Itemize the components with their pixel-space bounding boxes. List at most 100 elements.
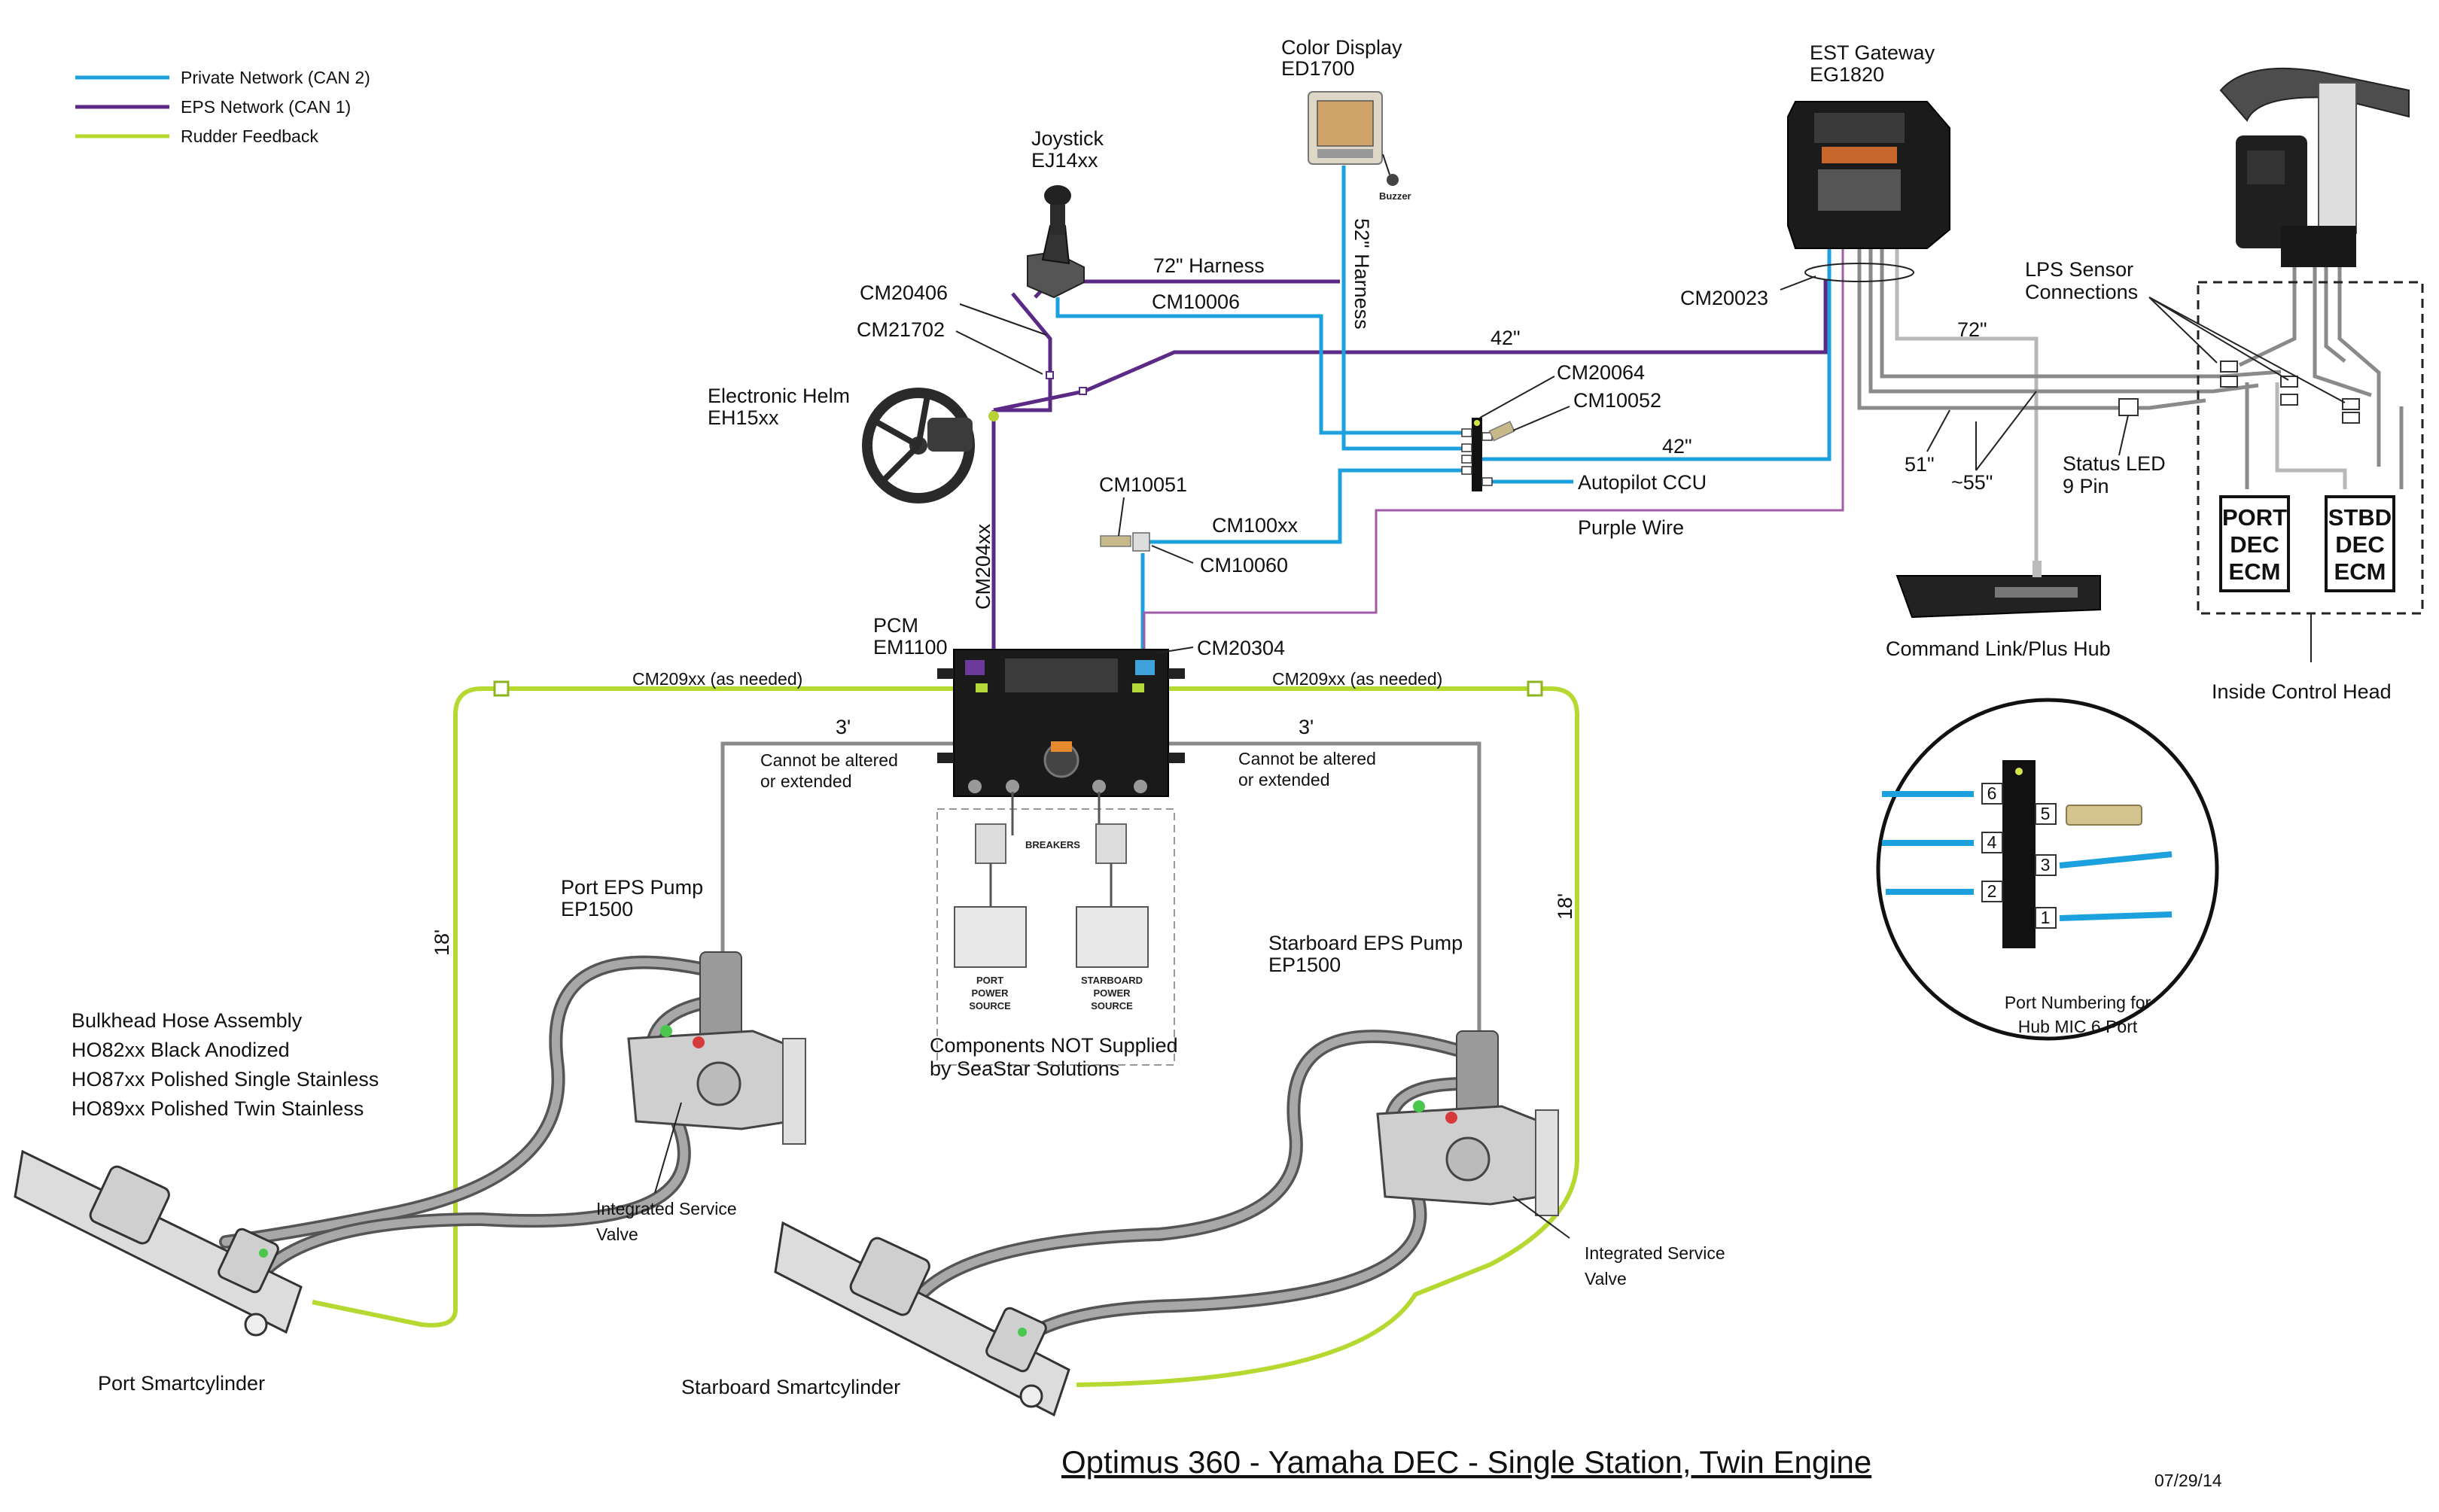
wire-head-2: [2324, 267, 2346, 363]
stbd-cylinder-label: Starboard Smartcylinder: [681, 1376, 900, 1398]
port-ecm-1: PORT: [2222, 504, 2287, 531]
hub-led: [1474, 420, 1480, 426]
command-link-hub: [1895, 561, 2101, 619]
cm209-left-label: CM209xx (as needed): [632, 669, 802, 689]
status-led-label-1: Status LED: [2063, 452, 2166, 475]
port-source-2: POWER: [971, 987, 1009, 999]
isv-stbd-1: Integrated Service: [1585, 1243, 1725, 1263]
gateway-name: EST Gateway: [1810, 41, 1935, 64]
cm20064-label: CM20064: [1557, 361, 1645, 384]
not-supplied-border: [936, 808, 1175, 1066]
port-ecm-2: DEC: [2230, 531, 2279, 558]
cm10006-label: CM10006: [1152, 291, 1240, 313]
hub-body: [1472, 418, 1482, 491]
wire-42-can1: [993, 280, 1828, 412]
len3-right-label: 3': [1299, 716, 1314, 738]
pcm-label: [1005, 659, 1118, 692]
cannot-left-1: Cannot be altered: [760, 750, 898, 770]
gateway-cable-bundle: [1804, 263, 1914, 282]
electronic-helm: [862, 388, 999, 503]
control-head: [2219, 67, 2410, 267]
breaker-stbd: [1095, 823, 1127, 864]
hub-note-1: Port Numbering for: [2005, 993, 2151, 1012]
can1-junction-a: [1046, 371, 1054, 379]
hub-port-6: [1981, 783, 2003, 805]
cm20406-label: CM20406: [860, 281, 948, 304]
stbd-cylinder-body: [774, 1221, 1070, 1417]
wire-cm10006: [1055, 297, 1472, 435]
port-pump: [219, 951, 806, 1279]
wire-55a: [1868, 245, 2259, 394]
display-screen: [1317, 100, 1374, 147]
len55-label: ~55": [1951, 471, 1993, 494]
port-ecm-box: [2219, 495, 2290, 592]
stbd-ecm-box: [2325, 495, 2395, 592]
inside-head-label: Inside Control Head: [2212, 680, 2392, 703]
svg-text:2: 2: [1987, 881, 1997, 901]
hose-assembly-1: Bulkhead Hose Assembly: [72, 1009, 303, 1032]
not-supplied-2: by SeaStar Solutions: [930, 1057, 1119, 1080]
command-link-label: Command Link/Plus Hub: [1886, 637, 2111, 660]
wire-cm20406: [994, 292, 1052, 412]
stbd-pump: [897, 1030, 1570, 1361]
cm100xx-label: CM100xx: [1212, 514, 1299, 537]
stbd-source-2: POWER: [1093, 987, 1131, 999]
svg-text:1: 1: [2041, 908, 2051, 927]
battery-port: [954, 906, 1027, 968]
breaker-port: [975, 823, 1006, 864]
terminator-tee: [1100, 497, 1194, 564]
len51-label: 51": [1905, 453, 1935, 476]
legend-label-can2: Private Network (CAN 2): [181, 68, 370, 87]
wire-rudder-port: [312, 686, 975, 1328]
hub-port-5: [2035, 803, 2057, 825]
joystick-name: Joystick: [1031, 127, 1104, 150]
diagram-title: Optimus 360 - Yamaha DEC - Single Statio…: [1061, 1444, 1871, 1480]
stbd-cylinder: [774, 1221, 1070, 1417]
wire-rudder-stbd: [1076, 686, 1579, 1387]
pcm-part: EM1100: [873, 636, 948, 659]
not-supplied-box: BREAKERS PORT POWER SOURCE STARBOARD POW…: [936, 792, 1175, 1066]
hose-assembly-2: HO82xx Black Anodized: [72, 1039, 290, 1061]
diagram-date: 07/29/14: [2154, 1471, 2222, 1490]
cm10052-label: CM10052: [1573, 389, 1661, 412]
isv-port-2: Valve: [596, 1225, 638, 1244]
port-pump-part: EP1500: [561, 898, 633, 920]
hub-note-2: Hub MIC 6 Port: [2018, 1017, 2138, 1036]
svg-text:3: 3: [2041, 855, 2051, 875]
status-led-connector: [2118, 398, 2139, 416]
color-display-name: Color Display: [1281, 36, 1402, 59]
stbd-ecm-3: ECM: [2334, 558, 2386, 585]
battery-stbd: [1076, 906, 1149, 968]
stbd-pump-name: Starboard EPS Pump: [1268, 932, 1463, 954]
wire-42-can2: [1472, 245, 1832, 461]
svg-text:5: 5: [2041, 804, 2051, 823]
cm209-right-label: CM209xx (as needed): [1272, 669, 1442, 689]
cm204xx-label: CM204xx: [972, 523, 994, 610]
helm-name: Electronic Helm: [708, 385, 850, 407]
hub-ports-strip: [1995, 587, 2078, 598]
port-source-1: PORT: [976, 975, 1003, 986]
helm-body: [927, 418, 973, 452]
port-ecm-3: ECM: [2229, 558, 2281, 585]
len72-label: 72": [1957, 318, 1987, 341]
can1-junction-b: [1079, 387, 1087, 395]
cannot-right-1: Cannot be altered: [1238, 749, 1376, 768]
stbd-pump-part: EP1500: [1268, 954, 1341, 976]
buzzer-icon: [1387, 174, 1399, 186]
len3-left-label: 3': [836, 716, 851, 738]
stbd-ecm-1: STBD: [2328, 504, 2392, 531]
control-head-lever: [2318, 82, 2357, 234]
gateway-part: EG1820: [1810, 63, 1884, 86]
pcm-module: [937, 646, 1194, 797]
purple-wire: [1143, 248, 1844, 653]
len42-a-label: 42": [1490, 327, 1521, 349]
helm-connector: [988, 411, 999, 421]
lps-label-2: Connections: [2025, 281, 2138, 303]
stbd-pump-bracket: [1535, 1109, 1559, 1216]
hose-assembly-4: HO89xx Polished Twin Stainless: [72, 1097, 364, 1120]
hub-port-4: [1981, 832, 2003, 853]
helm-part: EH15xx: [708, 406, 779, 429]
wire-head-3: [2313, 267, 2372, 397]
